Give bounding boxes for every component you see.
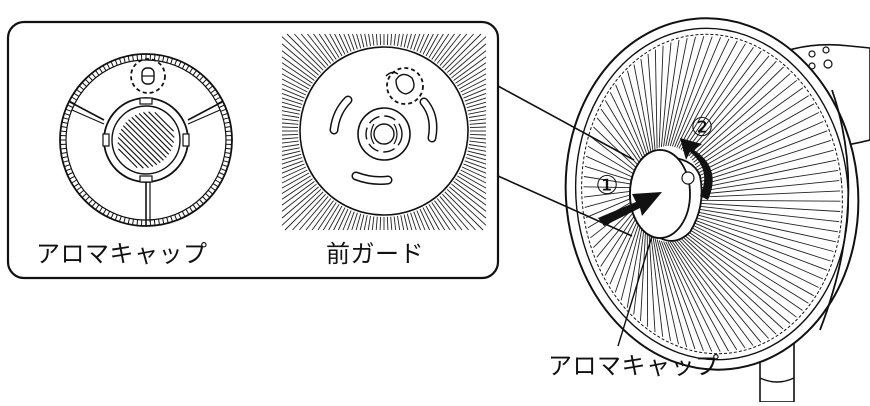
fan-illustration: ① ② [548, 4, 870, 402]
step-1-label: ① [595, 171, 618, 201]
aroma-cap-inset-label: アロマキャップ [36, 234, 208, 269]
aroma-cap-detail [60, 54, 232, 226]
front-guard-inset-label: 前ガード [326, 234, 424, 269]
front-guard-detail [282, 34, 486, 230]
aroma-cap-callout-label: アロマキャップ [548, 346, 720, 381]
step-2-label: ② [690, 113, 713, 143]
step-2-marker: ② [690, 113, 713, 143]
step-1-marker: ① [595, 171, 618, 201]
